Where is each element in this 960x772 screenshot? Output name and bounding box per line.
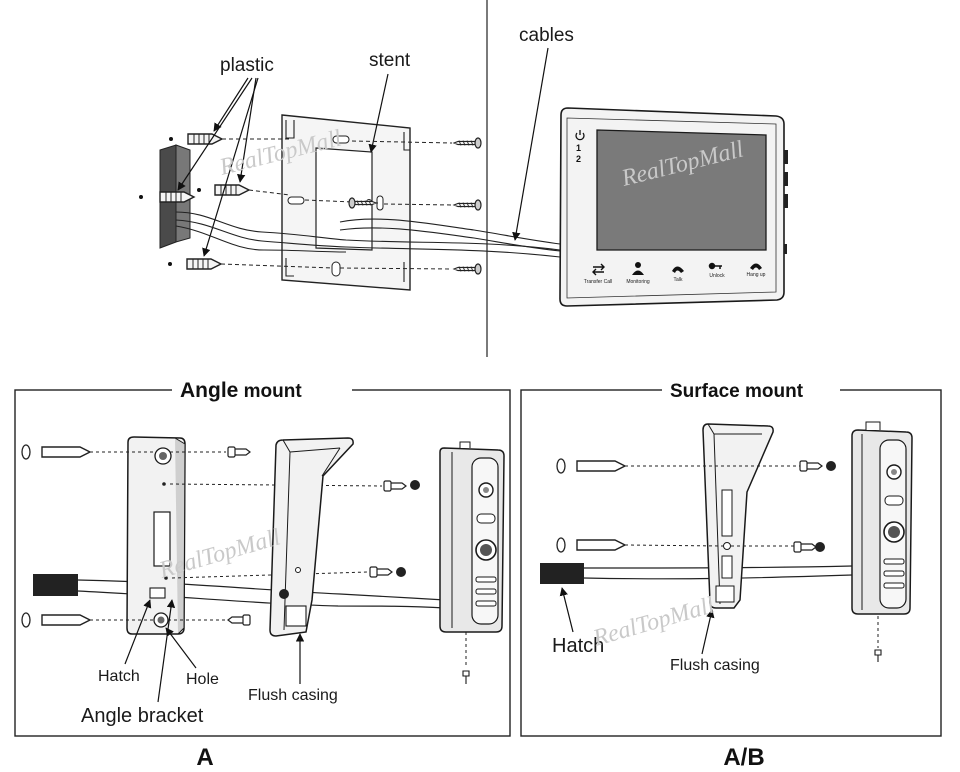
screw-top (453, 137, 482, 149)
screw-middle (453, 199, 482, 211)
angle-bracket-label: Angle bracket (81, 705, 204, 727)
screw-cap-lower (396, 567, 406, 577)
hatch-label: Hatch (98, 668, 140, 685)
cables (175, 211, 561, 258)
surface-screw-upper (799, 460, 823, 472)
angle-outdoor-unit (439, 441, 505, 684)
stent-leader-line (368, 73, 389, 153)
surface-mount-title: Surface mount (670, 381, 804, 402)
plastic-anchor-wall (139, 191, 195, 203)
monitor-button-monitoring: Monitoring (626, 279, 650, 285)
stent-plate (281, 114, 411, 291)
plastic-anchor-bottom (168, 258, 222, 270)
angle-screw-right-lower (369, 566, 393, 578)
surface-guide-lines (624, 465, 879, 648)
angle-mount-title: Angle mount (180, 379, 302, 402)
screw-bottom (453, 263, 482, 275)
plastic-label: plastic (220, 55, 274, 76)
surface-cable-plug (540, 563, 584, 584)
surface-screw-lower (793, 541, 817, 553)
angle-flush-casing (269, 437, 354, 637)
unlock-icon (708, 262, 722, 270)
angle-mount-panel: Angle mount (14, 374, 511, 771)
cables-leader-line (512, 47, 549, 241)
surface-screw-cap-upper (826, 461, 836, 471)
hatch-label-b: Hatch (552, 635, 604, 657)
angle-screw-right-upper (383, 480, 407, 492)
surface-outdoor-unit (851, 421, 913, 662)
cables-label: cables (519, 25, 574, 46)
angle-screw-upper (227, 446, 251, 458)
hangup-icon (750, 263, 762, 270)
plastic-anchor-middle (197, 184, 250, 196)
angle-anchor-upper (21, 444, 91, 460)
surface-mount-panel: Surface mount (520, 374, 942, 771)
screw-cap-upper (410, 480, 420, 490)
indoor-monitor: 1 2 Transfer Call Monitoring (559, 107, 788, 307)
indoor-monitor-installation: plastic stent (139, 0, 788, 357)
monitor-status-1: 1 (576, 143, 581, 153)
flush-casing-label-b: Flush casing (670, 657, 760, 674)
monitor-button-talk: Talk (674, 277, 683, 283)
power-icon (575, 130, 585, 141)
surface-anchor-lower (556, 537, 626, 553)
transfer-call-icon (592, 263, 605, 276)
surface-screw-cap-lower (815, 542, 825, 552)
hatch (149, 587, 166, 599)
plastic-anchor-top (169, 133, 223, 145)
monitor-status-2: 2 (576, 154, 581, 164)
flush-casing-label: Flush casing (248, 687, 338, 704)
monitor-screen (596, 129, 767, 251)
hole-label: Hole (186, 671, 219, 688)
caption-a: A (196, 744, 213, 771)
angle-bracket (126, 436, 186, 635)
monitor-button-transfer-call: Transfer Call (584, 279, 612, 285)
plastic-leader-lines (177, 77, 259, 257)
angle-cable-plug (33, 574, 78, 596)
angle-guide-lines (90, 451, 467, 668)
surface-anchor-upper (556, 458, 626, 474)
angle-screw-lower (227, 614, 251, 626)
angle-mount-frame (14, 389, 511, 737)
monitor-button-unlock: Unlock (709, 273, 725, 279)
top-guide-lines (220, 138, 453, 270)
watermark-surface: RealTopMall (590, 592, 718, 652)
caption-ab: A/B (723, 744, 764, 771)
monitoring-icon (632, 262, 644, 275)
surface-flush-casing (702, 423, 774, 609)
monitor-button-hang-up: Hang up (747, 272, 766, 278)
angle-anchor-lower (21, 612, 91, 628)
talk-icon (672, 266, 684, 273)
stent-label: stent (369, 50, 411, 71)
